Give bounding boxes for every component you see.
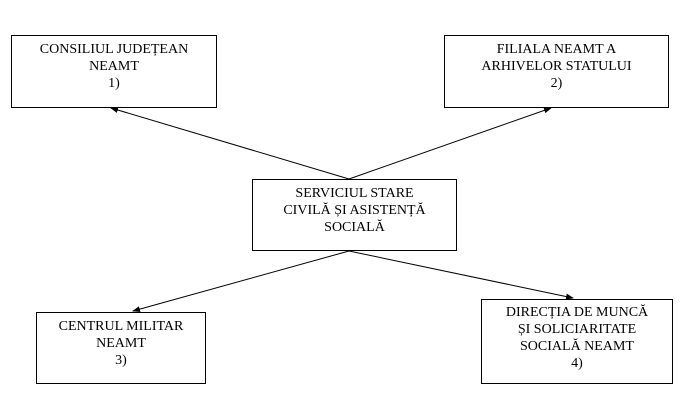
node-line: 1)	[108, 76, 120, 91]
node-line: SOCIALĂ NEAMT	[520, 339, 634, 354]
node-line: 3)	[115, 353, 127, 368]
arrow-center-to-n4	[348, 250, 574, 300]
node-directia-munca: DIRECȚIA DE MUNCĂ ȘI SOLICIARITATE SOCIA…	[481, 299, 673, 384]
node-filiala-arhive: FILIALA NEAMT A ARHIVELOR STATULUI 2)	[444, 35, 669, 108]
node-line: DIRECȚIA DE MUNCĂ	[505, 305, 649, 320]
node-line: SOCIALĂ	[324, 220, 385, 235]
node-line: NEAMT	[96, 336, 146, 351]
node-line: ARHIVELOR STATULUI	[481, 59, 632, 74]
node-line: CENTRUL MILITAR	[58, 319, 184, 334]
node-line: FILIALA NEAMT A	[496, 42, 617, 57]
arrow-center-to-n1	[110, 107, 350, 180]
node-line: NEAMT	[89, 59, 139, 74]
node-line: 2)	[550, 76, 563, 91]
node-serviciul-stare-civila: SERVICIUL STARE CIVILĂ ȘI ASISTENȚĂ SOCI…	[252, 179, 457, 251]
node-line: CONSILIUL JUDEȚEAN	[39, 42, 189, 57]
node-line: ȘI SOLICIARITATE	[517, 322, 637, 337]
node-line: SERVICIUL STARE	[295, 186, 414, 201]
arrow-center-to-n3	[132, 250, 350, 313]
node-consiliul-judetean: CONSILIUL JUDEȚEAN NEAMT 1)	[11, 35, 217, 108]
node-line: CIVILĂ ȘI ASISTENȚĂ	[283, 203, 426, 218]
node-line: 4)	[571, 356, 583, 371]
arrow-center-to-n2	[348, 107, 552, 180]
node-centrul-militar: CENTRUL MILITAR NEAMT 3)	[36, 312, 206, 384]
